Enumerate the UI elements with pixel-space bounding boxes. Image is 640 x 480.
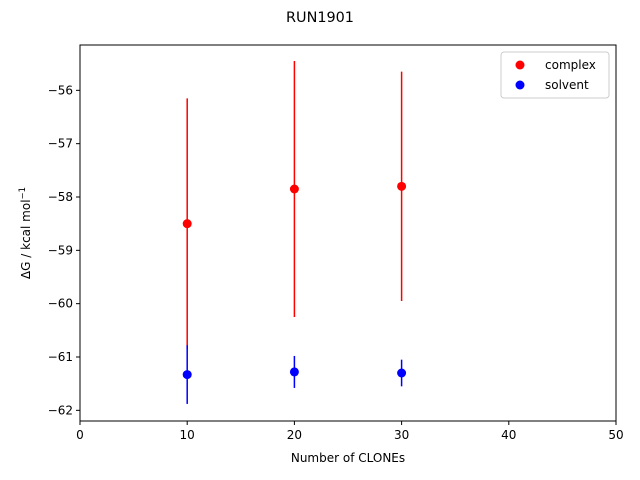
- x-axis: 0 10 20 30 40 50: [76, 421, 624, 442]
- legend-marker-complex: [515, 60, 525, 70]
- y-axis: −62 −61 −60 −59 −58 −57 −56: [48, 83, 80, 417]
- data-point: [182, 219, 192, 229]
- series-complex: [182, 61, 407, 349]
- x-tick-label: 40: [501, 428, 516, 442]
- data-point: [397, 368, 407, 378]
- y-axis-label-text: ΔG / kcal mol: [19, 199, 33, 279]
- data-point: [397, 181, 407, 191]
- data-point: [182, 370, 192, 380]
- axes-frame: [79, 44, 617, 422]
- chart-title: RUN1901: [286, 10, 354, 26]
- y-tick-label: −56: [48, 83, 73, 97]
- y-axis-label: ΔG / kcal mol−1: [18, 187, 33, 279]
- x-tick-label: 30: [394, 428, 409, 442]
- series-solvent: [182, 345, 407, 404]
- y-tick-label: −57: [48, 137, 73, 151]
- legend: complex solvent: [500, 51, 610, 99]
- x-tick-label: 50: [608, 428, 623, 442]
- legend-label-solvent: solvent: [545, 78, 589, 92]
- y-tick-label: −60: [48, 297, 73, 311]
- y-tick-label: −58: [48, 190, 73, 204]
- x-tick-label: 20: [287, 428, 302, 442]
- y-tick-label: −61: [48, 350, 73, 364]
- x-axis-label: Number of CLONEs: [291, 451, 405, 465]
- y-tick-label: −59: [48, 243, 73, 257]
- legend-marker-solvent: [515, 80, 525, 90]
- x-tick-label: 0: [76, 428, 84, 442]
- legend-box: [500, 51, 610, 99]
- data-point: [289, 184, 299, 194]
- y-tick-label: −62: [48, 403, 73, 417]
- data-point: [289, 367, 299, 377]
- legend-label-complex: complex: [545, 58, 596, 72]
- x-tick-label: 10: [180, 428, 195, 442]
- y-axis-label-superscript: −1: [18, 187, 28, 200]
- plot-area: [182, 61, 407, 404]
